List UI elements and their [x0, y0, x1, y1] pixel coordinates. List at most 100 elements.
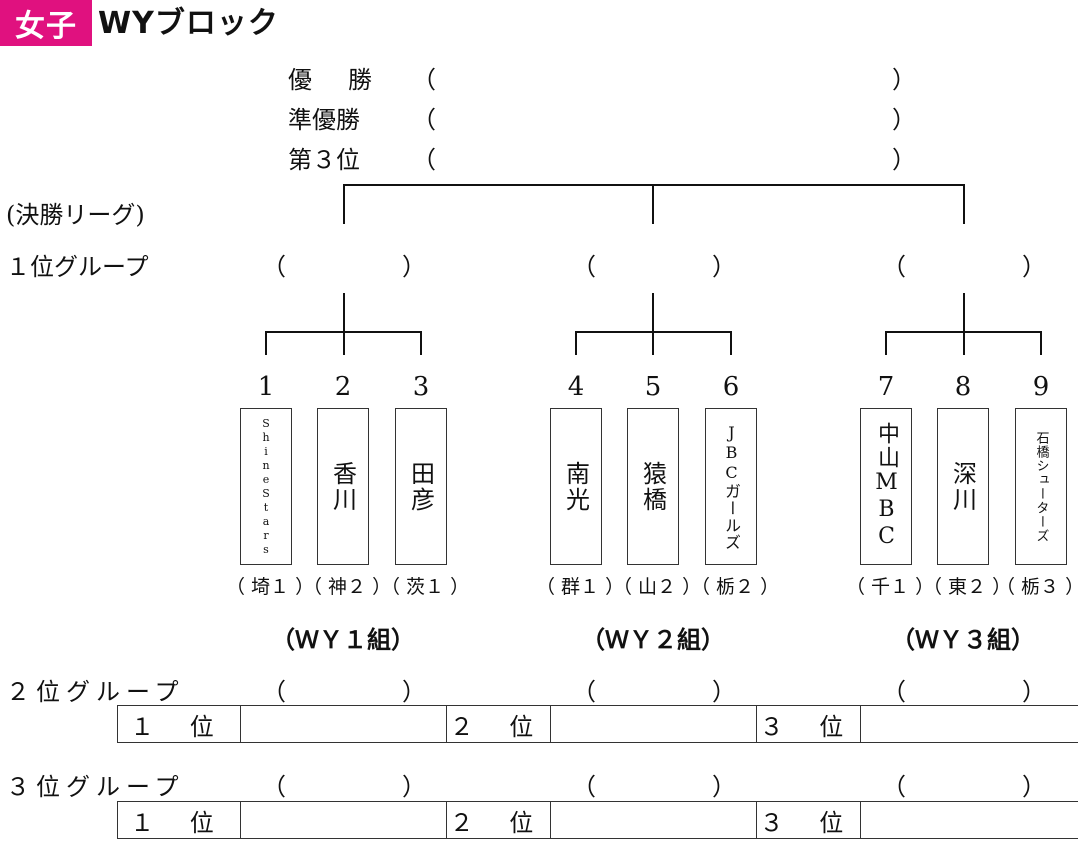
second-group-rank-table: １ 位 ２ 位 ３ 位: [117, 705, 1078, 743]
second-group-rank-1-label: １ 位: [118, 706, 241, 742]
second-group-rank-3-entry[interactable]: [861, 706, 1078, 742]
team-name-6: JBCガールズ: [722, 422, 741, 551]
third-group-rank-3-label: ３ 位: [757, 802, 861, 838]
winner-label: 優 勝: [288, 66, 378, 94]
team-box-3: 田彦: [395, 408, 447, 565]
team-pref-7: （ 千１ ）: [846, 576, 935, 598]
team-box-9: 石橋シューターズ: [1015, 408, 1067, 565]
second-group-slot-1-open: （: [262, 678, 286, 706]
team-name-8: 深川: [948, 460, 977, 513]
category-tag: 女子: [0, 0, 92, 46]
second-group-slot-1-close: ）: [402, 678, 426, 706]
first-group-slot-3-close: ）: [1022, 253, 1046, 281]
group1-bracket-stem: [343, 293, 345, 355]
group2-bracket-stem: [652, 293, 654, 355]
final-bracket-center: [652, 184, 654, 224]
team-box-7: 中山MBC: [860, 408, 912, 565]
team-number-4: 4: [567, 372, 585, 402]
group3-bracket-right: [1040, 331, 1042, 355]
group1-bracket-bar: [265, 331, 422, 333]
second-group-rank-3-label: ３ 位: [757, 706, 861, 742]
runner-up-open-paren: （: [412, 106, 436, 134]
second-group-slot-3-open: （: [882, 678, 906, 706]
team-pref-5: （ 山２ ）: [613, 576, 702, 598]
team-box-6: JBCガールズ: [705, 408, 757, 565]
first-group-slot-3-open: （: [882, 253, 906, 281]
team-name-5: 猿橋: [638, 460, 667, 513]
group3-bracket-bar: [885, 331, 1042, 333]
team-name-3: 田彦: [406, 460, 435, 513]
first-group-slot-1-open: （: [262, 253, 286, 281]
team-number-3: 3: [412, 372, 430, 402]
team-pref-9: （ 栃３ ）: [996, 576, 1078, 598]
team-number-9: 9: [1032, 372, 1050, 402]
group1-bracket-left: [265, 331, 267, 355]
group-title-wy1: （ＷＹ１組）: [271, 626, 415, 654]
team-number-5: 5: [644, 372, 662, 402]
team-box-2: 香川: [317, 408, 369, 565]
team-name-2: 香川: [328, 460, 357, 513]
runner-up-label: 準優勝: [288, 106, 360, 134]
group2-bracket-bar: [575, 331, 732, 333]
team-pref-1: （ 埼１ ）: [226, 576, 315, 598]
second-group-rank-2-label: ２ 位: [447, 706, 551, 742]
team-name-4: 南光: [561, 460, 590, 513]
team-box-1: ShineStars: [240, 408, 292, 565]
team-number-7: 7: [877, 372, 895, 402]
third-group-slot-3-close: ）: [1022, 773, 1046, 801]
final-league-label: (決勝リーグ): [6, 201, 145, 229]
third-group-rank-1-entry[interactable]: [241, 802, 447, 838]
winner-close-paren: ）: [892, 66, 916, 94]
third-group-rank-2-entry[interactable]: [551, 802, 757, 838]
group2-bracket-left: [575, 331, 577, 355]
group-title-wy3: （ＷＹ３組）: [891, 626, 1035, 654]
team-pref-6: （ 栃２ ）: [691, 576, 780, 598]
third-group-rank-2-label: ２ 位: [447, 802, 551, 838]
runner-up-close-paren: ）: [892, 106, 916, 134]
team-name-7: 中山MBC: [874, 422, 899, 551]
first-group-label: １位グループ: [6, 253, 149, 281]
third-group-slot-2-open: （: [572, 773, 596, 801]
block-title: WYブロック: [98, 6, 279, 41]
team-pref-8: （ 東２ ）: [923, 576, 1012, 598]
team-box-5: 猿橋: [627, 408, 679, 565]
final-bracket-bar: [343, 184, 965, 186]
group2-bracket-right: [730, 331, 732, 355]
third-group-slot-2-close: ）: [712, 773, 736, 801]
third-group-slot-1-open: （: [262, 773, 286, 801]
team-pref-3: （ 茨１ ）: [381, 576, 470, 598]
second-group-slot-2-open: （: [572, 678, 596, 706]
team-pref-2: （ 神２ ）: [303, 576, 392, 598]
second-group-label: ２位グループ: [6, 678, 185, 706]
team-name-9: 石橋シューターズ: [1033, 430, 1049, 543]
second-group-slot-2-close: ）: [712, 678, 736, 706]
group-title-wy2: （ＷＹ２組）: [581, 626, 725, 654]
third-group-rank-1-label: １ 位: [118, 802, 241, 838]
third-group-slot-3-open: （: [882, 773, 906, 801]
team-box-8: 深川: [937, 408, 989, 565]
first-group-slot-2-open: （: [572, 253, 596, 281]
third-place-label: 第３位: [288, 146, 360, 174]
team-number-1: 1: [257, 372, 275, 402]
third-place-open-paren: （: [412, 146, 436, 174]
group3-bracket-left: [885, 331, 887, 355]
first-group-slot-1-close: ）: [402, 253, 426, 281]
second-group-rank-1-entry[interactable]: [241, 706, 447, 742]
group1-bracket-right: [420, 331, 422, 355]
group3-bracket-stem: [963, 293, 965, 355]
first-group-slot-2-close: ）: [712, 253, 736, 281]
team-number-8: 8: [954, 372, 972, 402]
team-number-6: 6: [722, 372, 740, 402]
third-place-close-paren: ）: [892, 146, 916, 174]
team-name-1: ShineStars: [259, 416, 273, 557]
second-group-rank-2-entry[interactable]: [551, 706, 757, 742]
team-number-2: 2: [334, 372, 352, 402]
third-group-label: ３位グループ: [6, 773, 185, 801]
third-group-slot-1-close: ）: [402, 773, 426, 801]
third-group-rank-table: １ 位 ２ 位 ３ 位: [117, 801, 1078, 839]
second-group-slot-3-close: ）: [1022, 678, 1046, 706]
final-bracket-left: [343, 184, 345, 224]
third-group-rank-3-entry[interactable]: [861, 802, 1078, 838]
team-box-4: 南光: [550, 408, 602, 565]
team-pref-4: （ 群１ ）: [536, 576, 625, 598]
